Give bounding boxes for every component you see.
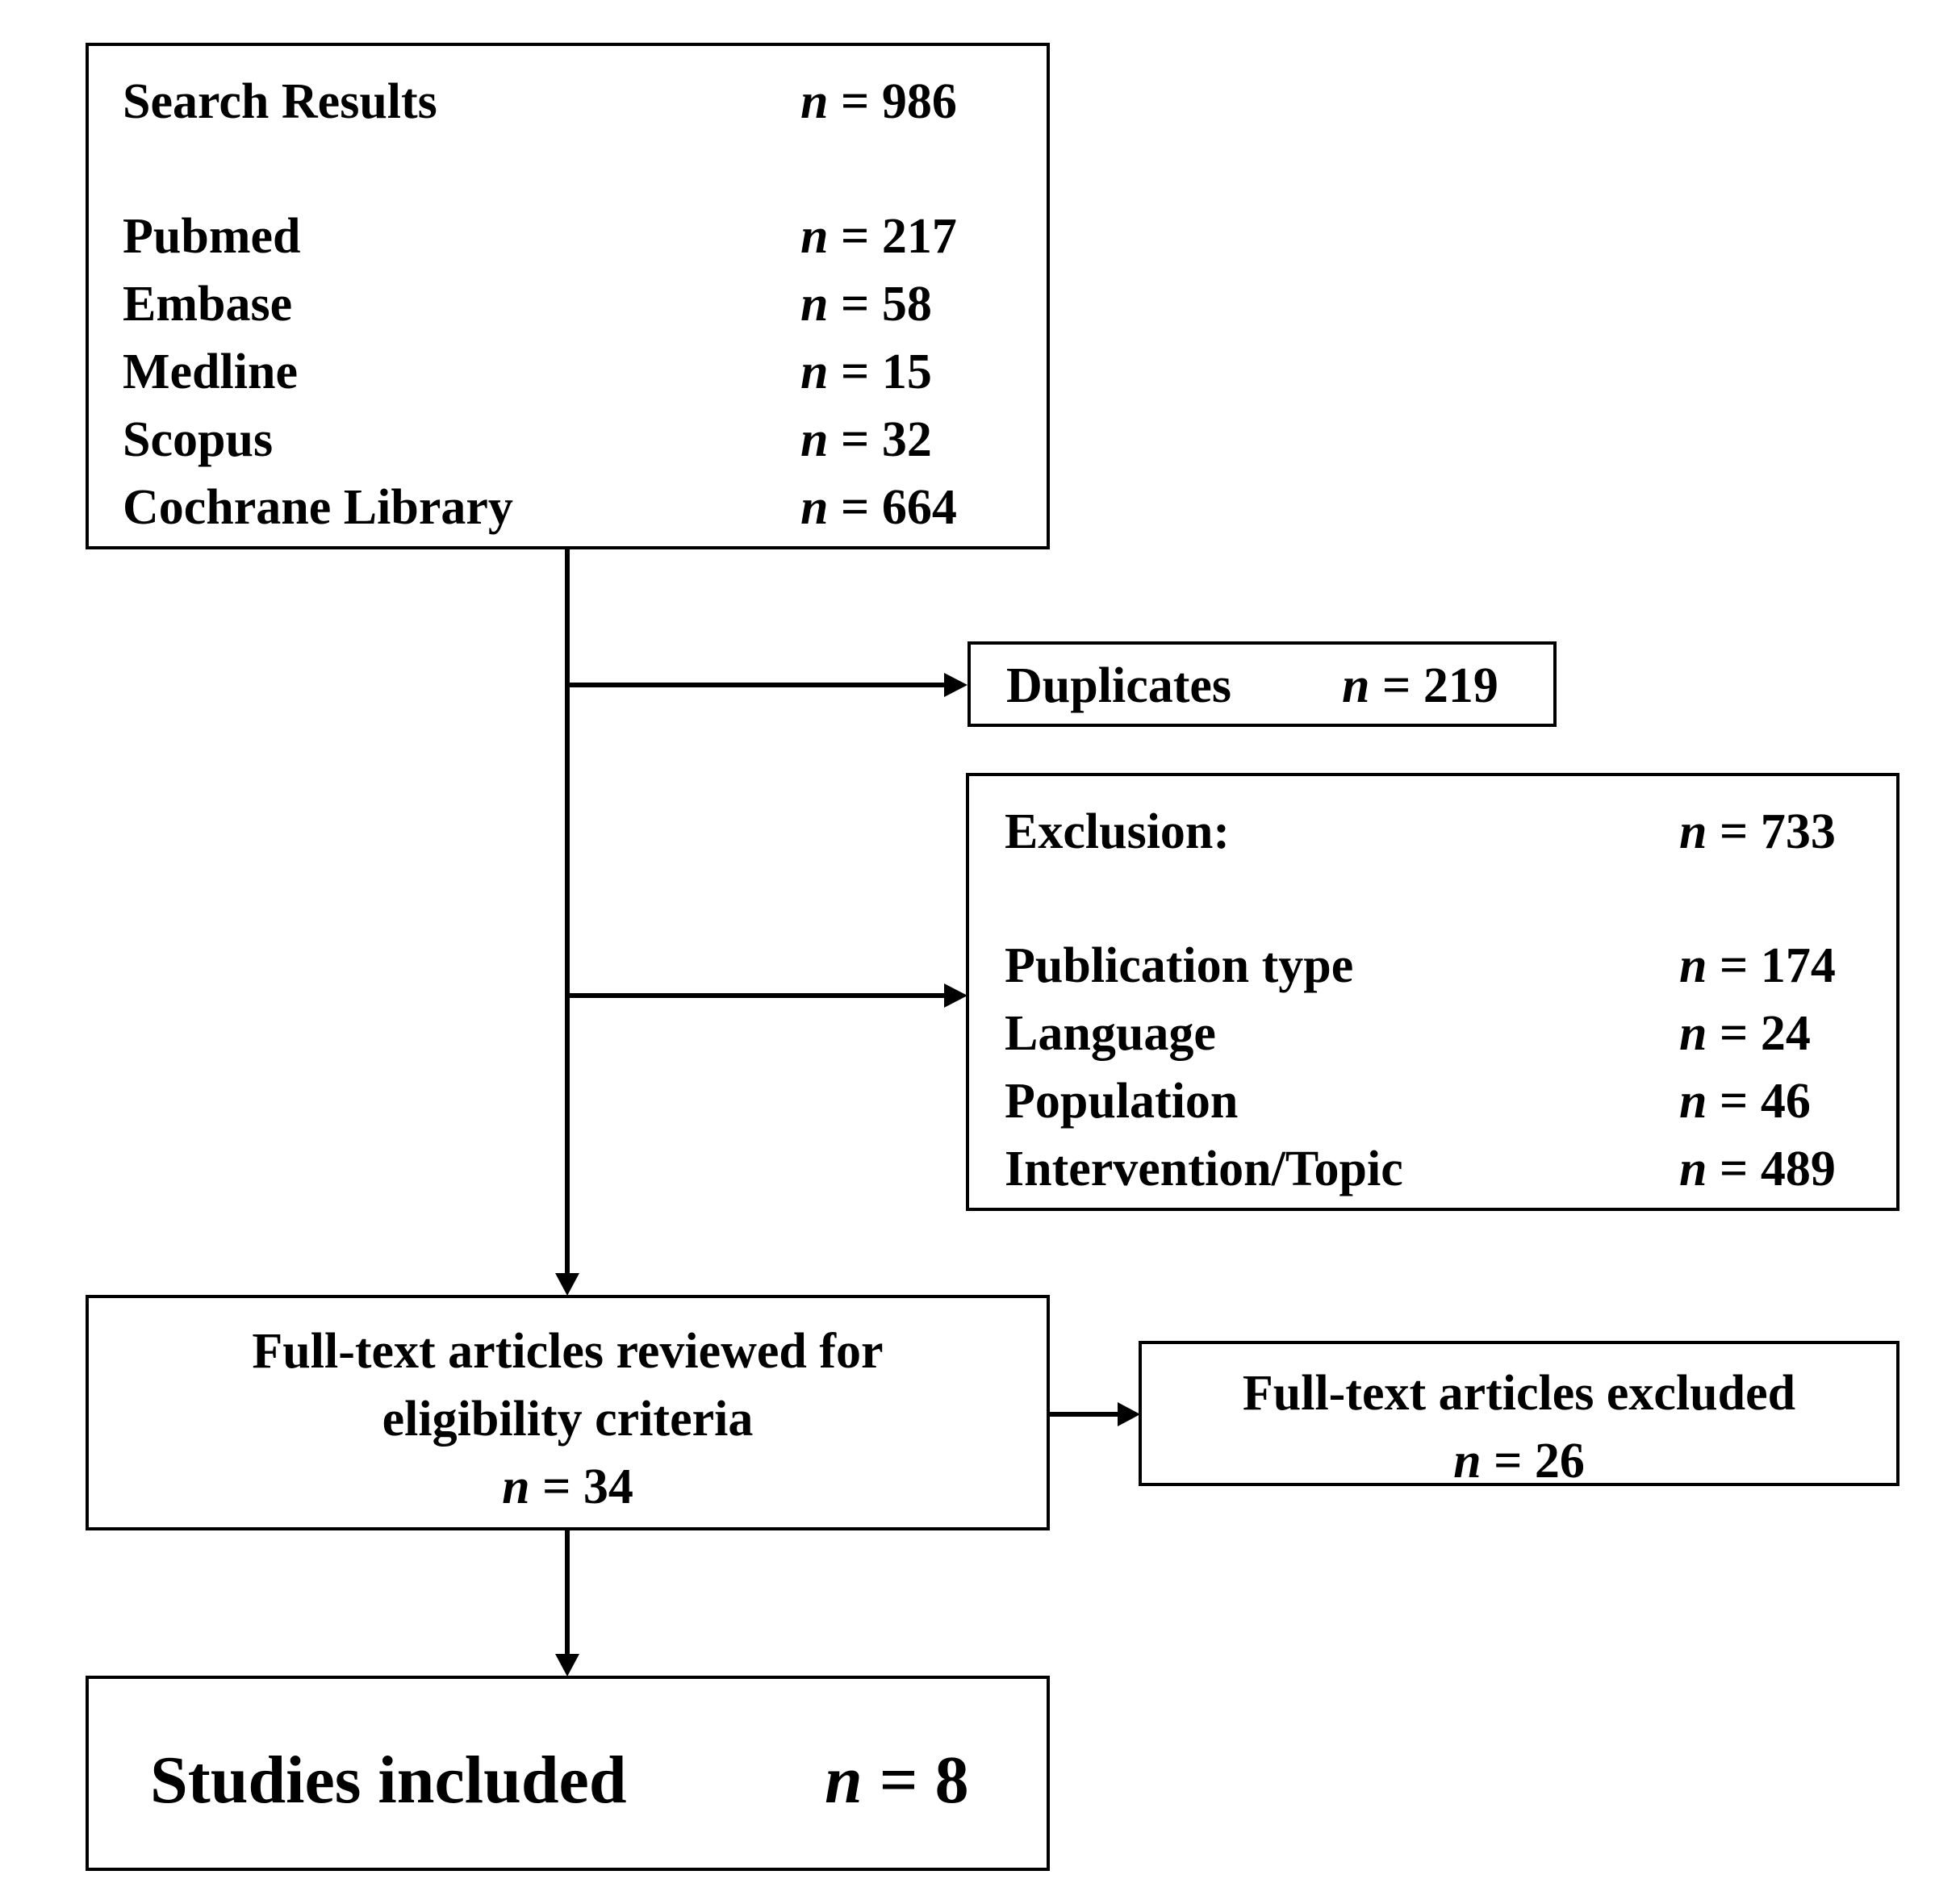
- fulltext-reviewed-count: n = 34: [502, 1459, 633, 1514]
- source-label-medline: Medline: [123, 344, 298, 399]
- studies-included-label: Studies included: [150, 1743, 627, 1818]
- duplicates-box: Duplicates n = 219: [967, 641, 1557, 727]
- arrowhead-to-fulltext: [555, 1273, 579, 1296]
- source-label-cochrane: Cochrane Library: [123, 480, 513, 535]
- source-count-medline: n = 15: [800, 344, 932, 399]
- fulltext-excluded-label: Full-text articles excluded: [1242, 1366, 1796, 1421]
- studies-included-count: n = 8: [825, 1743, 969, 1818]
- search-results-total: n = 986: [800, 74, 957, 129]
- arrowhead-to-included: [555, 1654, 579, 1676]
- exclusion-count-publication-type: n = 174: [1679, 938, 1836, 993]
- arrowhead-to-duplicates: [944, 673, 967, 697]
- source-label-scopus: Scopus: [123, 412, 274, 467]
- source-label-embase: Embase: [123, 277, 293, 332]
- fulltext-excluded-count: n = 26: [1453, 1434, 1585, 1489]
- exclusion-label-language: Language: [1005, 1006, 1216, 1061]
- fulltext-reviewed-line2: eligibility criteria: [382, 1392, 754, 1447]
- duplicates-count: n = 219: [1342, 658, 1498, 713]
- source-count-cochrane: n = 664: [800, 480, 957, 535]
- search-results-title: Search Results: [123, 74, 437, 129]
- duplicates-label: Duplicates: [1006, 658, 1231, 713]
- fulltext-reviewed-box: Full-text articles reviewed for eligibil…: [86, 1295, 1050, 1530]
- source-count-pubmed: n = 217: [800, 209, 957, 264]
- exclusion-label-publication-type: Publication type: [1005, 938, 1354, 993]
- source-label-pubmed: Pubmed: [123, 209, 301, 264]
- fulltext-reviewed-line1: Full-text articles reviewed for: [252, 1324, 884, 1379]
- exclusion-label-population: Population: [1005, 1074, 1239, 1129]
- exclusion-title: Exclusion:: [1005, 804, 1231, 859]
- exclusion-count-language: n = 24: [1679, 1006, 1811, 1061]
- exclusion-count-population: n = 46: [1679, 1074, 1811, 1129]
- fulltext-excluded-box: Full-text articles excluded n = 26: [1139, 1341, 1899, 1486]
- exclusion-total: n = 733: [1679, 804, 1836, 859]
- source-count-scopus: n = 32: [800, 412, 932, 467]
- arrowhead-to-fulltext-excluded: [1118, 1402, 1140, 1426]
- arrowhead-to-exclusion: [944, 983, 967, 1008]
- source-count-embase: n = 58: [800, 277, 932, 332]
- exclusion-count-intervention-topic: n = 489: [1679, 1142, 1836, 1196]
- exclusion-label-intervention-topic: Intervention/Topic: [1005, 1142, 1403, 1196]
- exclusion-box: Exclusion: n = 733 Publication type n = …: [966, 773, 1899, 1211]
- studies-included-box: Studies included n = 8: [86, 1676, 1050, 1871]
- search-results-box: Search Results n = 986 Pubmed n = 217 Em…: [86, 43, 1050, 549]
